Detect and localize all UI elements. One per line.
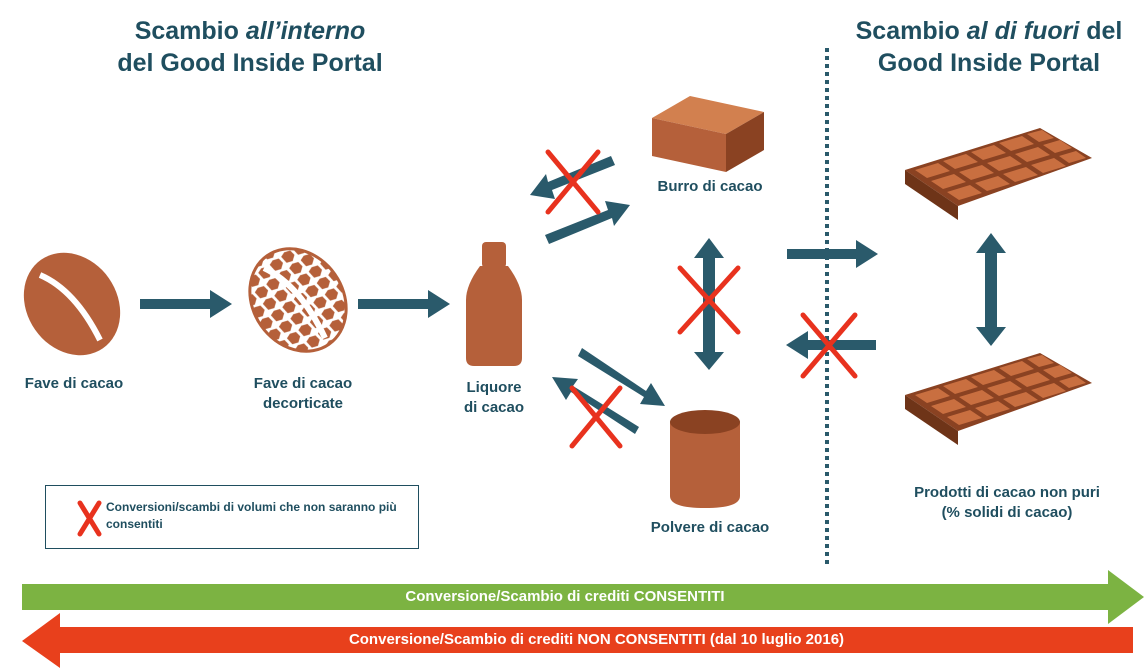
- label-fave: Fave di cacao: [24, 375, 124, 392]
- heading-inside: Scambio all’interno del Good Inside Port…: [117, 17, 383, 77]
- arrow-liquore-to-polvere: [578, 348, 665, 406]
- not-allowed-band-label: Conversione/Scambio di crediti NON CONSE…: [348, 631, 845, 648]
- chocolate-bar-top-icon: [905, 128, 1092, 220]
- cocoa-liquor-bottle-icon: [466, 242, 522, 366]
- forbidden-cross-icon: [800, 312, 858, 379]
- label-liquore: Liquore di cacao: [463, 379, 525, 416]
- label-burro: Burro di cacao: [657, 178, 763, 195]
- allowed-band: [22, 570, 1144, 624]
- arrow-burro-polvere: [694, 238, 724, 370]
- label-non-puri: Prodotti di cacao non puri (% solidi di …: [914, 484, 1100, 521]
- legend-text: Conversioni/scambi di volumi che non sar…: [106, 500, 397, 531]
- not-allowed-band: [22, 613, 1133, 668]
- arrow-liquore-to-burro: [545, 201, 630, 244]
- label-polvere: Polvere di cacao: [650, 519, 770, 536]
- forbidden-cross-icon: [569, 385, 623, 449]
- cocoa-butter-block-icon: [652, 96, 764, 172]
- shelled-cocoa-bean-icon: [248, 247, 348, 353]
- label-fave-decorticate: Fave di cacao decorticate: [253, 375, 353, 412]
- arrow-decorticate-to-liquore: [358, 290, 450, 318]
- arrow-fave-to-decorticate: [140, 290, 232, 318]
- forbidden-cross-icon: [545, 149, 601, 215]
- legend-box: Conversioni/scambi di volumi che non sar…: [45, 485, 419, 549]
- cocoa-powder-jar-icon: [670, 410, 740, 508]
- arrow-chocolate-bars: [976, 233, 1006, 346]
- legend-cross-icon: [77, 500, 102, 537]
- chocolate-bar-bottom-icon: [905, 353, 1092, 445]
- arrow-inside-to-outside: [787, 240, 878, 268]
- heading-outside: Scambio al di fuori del Good Inside Port…: [855, 17, 1123, 77]
- cocoa-bean-icon: [23, 252, 121, 356]
- forbidden-cross-icon: [677, 265, 741, 335]
- allowed-band-label: Conversione/Scambio di crediti CONSENTIT…: [405, 588, 725, 605]
